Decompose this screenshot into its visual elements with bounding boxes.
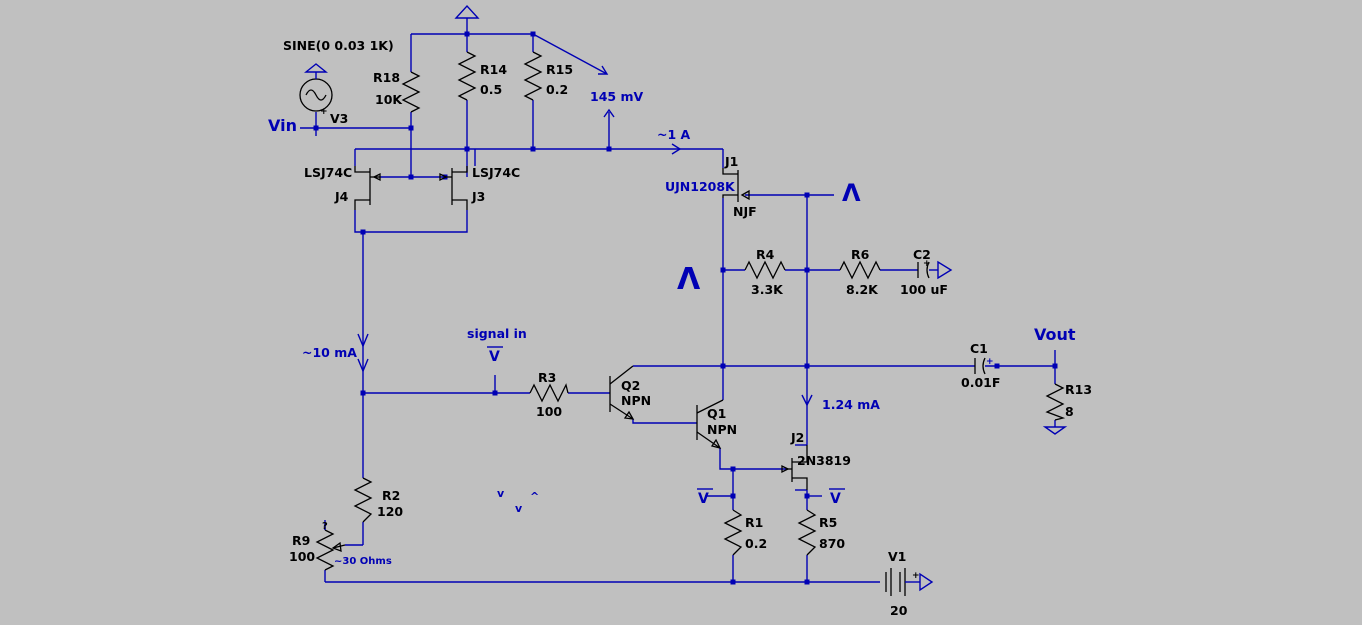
- v3-ref-label: V3: [330, 111, 348, 126]
- q2-type-label: NPN: [621, 393, 651, 408]
- annotation-10ma: ~10 mA: [302, 345, 357, 360]
- j1-ref-label: J1: [724, 154, 738, 169]
- j2-ref-label: J2: [790, 430, 804, 445]
- v3-source[interactable]: +: [299, 63, 333, 117]
- annotation-124ma: 1.24 mA: [822, 397, 880, 412]
- small-caret-mark: ^: [530, 490, 539, 503]
- small-v-mark-1: v: [497, 487, 505, 500]
- c1-ref-label: C1: [970, 341, 988, 356]
- vout-net-label: Vout: [1034, 325, 1076, 344]
- r18-value-label: 10K: [375, 92, 403, 107]
- r14-ref-label: R14: [480, 62, 507, 77]
- annotation-1a: ~1 A: [657, 127, 691, 142]
- resistor-r18[interactable]: [401, 71, 421, 113]
- resistor-r1[interactable]: [723, 509, 743, 556]
- svg-text:+: +: [986, 357, 994, 367]
- big-caret-1: Λ: [842, 179, 861, 207]
- v1-value-label: 20: [890, 603, 908, 618]
- jfet-j2[interactable]: [781, 445, 808, 490]
- supply-flag-top[interactable]: [454, 4, 480, 19]
- current-arrows: [357, 65, 813, 407]
- j3-model-label: LSJ74C: [472, 165, 520, 180]
- j4-model-label: LSJ74C: [304, 165, 352, 180]
- v-mark-right: V: [830, 491, 841, 507]
- c1-value-label: 0.01F: [961, 375, 1000, 390]
- r9-ref-label: R9: [292, 533, 310, 548]
- annotation-145mv: 145 mV: [590, 89, 643, 104]
- resistor-r15[interactable]: [523, 51, 543, 101]
- small-v-mark-2: v: [515, 502, 523, 515]
- capacitor-c2[interactable]: +: [917, 259, 953, 280]
- battery-v1[interactable]: +: [885, 568, 934, 596]
- potentiometer-r9[interactable]: ?: [315, 521, 346, 571]
- r2-ref-label: R2: [382, 488, 400, 503]
- junctions: [313, 31, 1058, 585]
- j2-model-label: 2N3819: [797, 453, 851, 468]
- big-caret-2: Λ: [677, 262, 701, 297]
- r5-ref-label: R5: [819, 515, 837, 530]
- r1-value-label: 0.2: [745, 536, 767, 551]
- r9-value-label: 100: [289, 549, 315, 564]
- r14-value-label: 0.5: [480, 82, 502, 97]
- j3-ref-label: J3: [471, 189, 485, 204]
- npn-q1[interactable]: [696, 399, 724, 449]
- v1-ref-label: V1: [888, 549, 906, 564]
- r3-value-label: 100: [536, 404, 562, 419]
- wires: [300, 18, 1056, 583]
- c2-value-label: 100 uF: [900, 282, 948, 297]
- q2-ref-label: Q2: [621, 378, 640, 393]
- q1-type-label: NPN: [707, 422, 737, 437]
- r2-value-label: 120: [377, 504, 403, 519]
- resistor-r2[interactable]: [353, 477, 373, 523]
- q1-ref-label: Q1: [707, 406, 726, 421]
- svg-text:+: +: [320, 107, 328, 117]
- r4-ref-label: R4: [756, 247, 775, 262]
- resistor-r3[interactable]: [529, 383, 569, 403]
- resistor-r13[interactable]: [1045, 383, 1066, 421]
- r6-ref-label: R6: [851, 247, 870, 262]
- r1-ref-label: R1: [745, 515, 763, 530]
- signal-in-label: signal in: [467, 326, 527, 341]
- r18-ref-label: R18: [373, 70, 400, 85]
- r5-value-label: 870: [819, 536, 845, 551]
- ground-r13: [1042, 426, 1068, 435]
- annotation-30ohms: ~30 Ohms: [334, 556, 392, 567]
- r13-value-label: 8: [1065, 404, 1074, 419]
- resistor-r14[interactable]: [457, 51, 477, 101]
- v-mark-left: V: [698, 491, 709, 507]
- r13-ref-label: R13: [1065, 382, 1092, 397]
- svg-text:+: +: [912, 571, 920, 581]
- j1-type-label: NJF: [733, 204, 757, 219]
- j1-model-label: UJN1208K: [665, 179, 736, 194]
- npn-q2[interactable]: [609, 365, 635, 420]
- c2-ref-label: C2: [913, 247, 931, 262]
- capacitor-c1[interactable]: +: [974, 357, 994, 375]
- signal-in-v-mark: V: [489, 349, 500, 365]
- resistor-r6[interactable]: [839, 260, 881, 280]
- jfet-j3[interactable]: [439, 166, 468, 210]
- r6-value-label: 8.2K: [846, 282, 879, 297]
- r3-ref-label: R3: [538, 370, 556, 385]
- r15-ref-label: R15: [546, 62, 573, 77]
- r4-value-label: 3.3K: [751, 282, 784, 297]
- jfet-j4[interactable]: [354, 166, 381, 210]
- j4-ref-label: J4: [334, 189, 349, 204]
- svg-text:+: +: [923, 259, 931, 269]
- probe-marks: [487, 346, 845, 490]
- vin-net-label: Vin: [268, 116, 297, 135]
- r15-value-label: 0.2: [546, 82, 568, 97]
- resistor-r5[interactable]: [797, 509, 817, 556]
- svg-text:?: ?: [322, 521, 328, 532]
- v3-value-label: SINE(0 0.03 1K): [283, 38, 394, 53]
- resistor-r4[interactable]: [744, 260, 786, 280]
- jfet-j1[interactable]: [722, 168, 750, 202]
